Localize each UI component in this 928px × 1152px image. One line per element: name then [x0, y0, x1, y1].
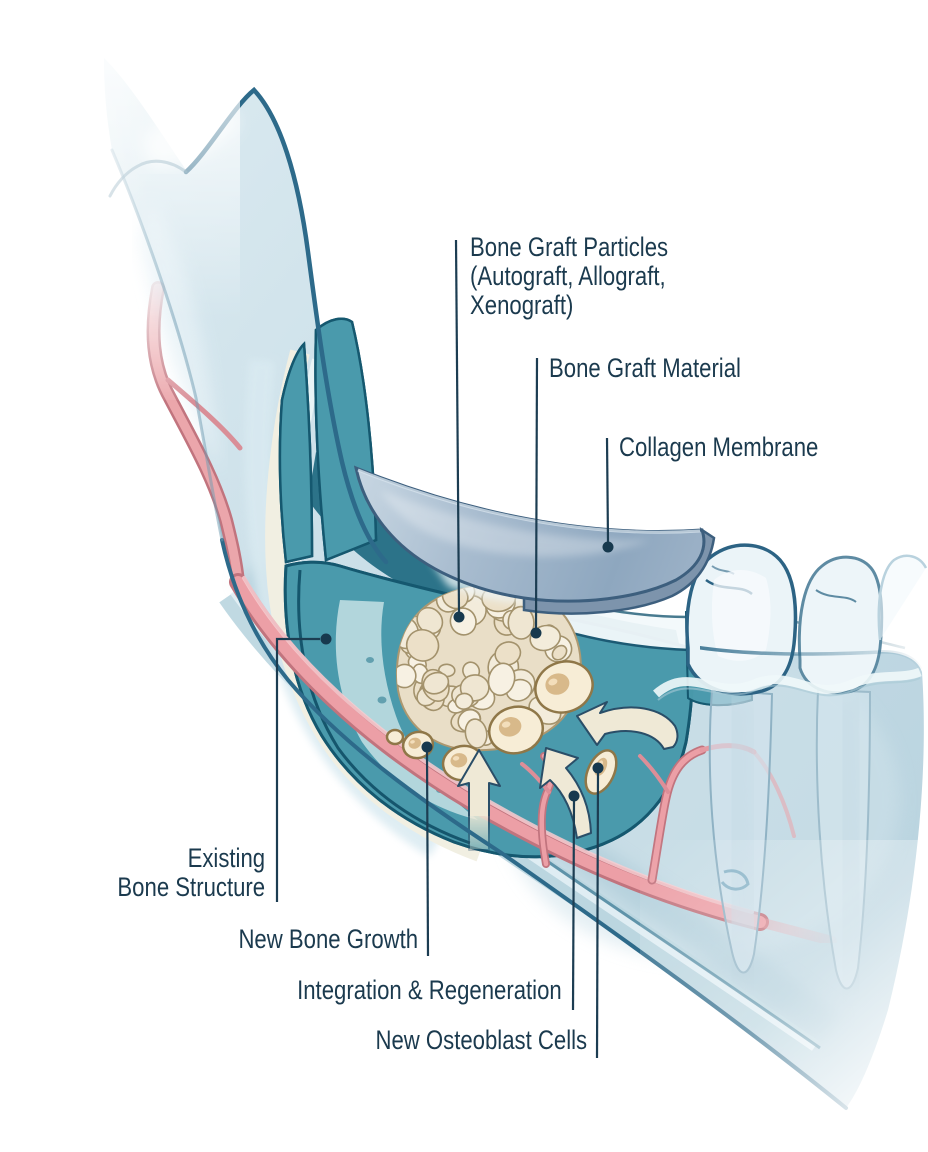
osteoblast-cells [385, 660, 618, 795]
label-existing-bone-structure: Existing Bone Structure [117, 844, 265, 902]
label-line: (Autograft, Allograft, [470, 261, 666, 291]
tooth-hint [877, 554, 928, 641]
osteoblast-cell [385, 728, 405, 746]
tooth-crown [797, 555, 884, 695]
socket-light-pocket [335, 600, 478, 820]
leader-osteoblasts [592, 762, 604, 1059]
label-collagen-membrane: Collagen Membrane [619, 432, 819, 462]
growth-arrows [457, 701, 679, 851]
label-new-osteoblast-cells: New Osteoblast Cells [375, 1025, 587, 1055]
label-line: Existing [187, 843, 265, 873]
leader-lines [275, 239, 614, 1059]
osteoblast-cell [487, 705, 545, 755]
large-curved-arrow [576, 701, 679, 750]
leader-graft-particles [453, 239, 465, 623]
ramus-vessel [146, 281, 245, 589]
leader-collagen-membrane [602, 437, 614, 553]
label-line: Xenograft) [470, 290, 574, 320]
label-integration-regeneration: Integration & Regeneration [297, 975, 562, 1005]
curved-arrow [539, 747, 592, 839]
collagen-membrane-sheet [353, 465, 716, 615]
label-line: Bone Structure [117, 872, 265, 902]
label-bone-graft-particles: Bone Graft Particles (Autograft, Allogra… [470, 233, 668, 320]
label-new-bone-growth: New Bone Growth [238, 924, 418, 954]
up-arrow [457, 749, 501, 851]
leader-new-bone-growth [421, 741, 433, 957]
leader-existing-bone [275, 633, 332, 902]
gumline [653, 667, 922, 698]
label-bone-graft-material: Bone Graft Material [549, 353, 741, 383]
osteoblast-cell [534, 660, 594, 714]
leader-graft-material [530, 357, 542, 639]
leader-integration [568, 790, 580, 1011]
label-line: Bone Graft Particles [470, 232, 669, 262]
